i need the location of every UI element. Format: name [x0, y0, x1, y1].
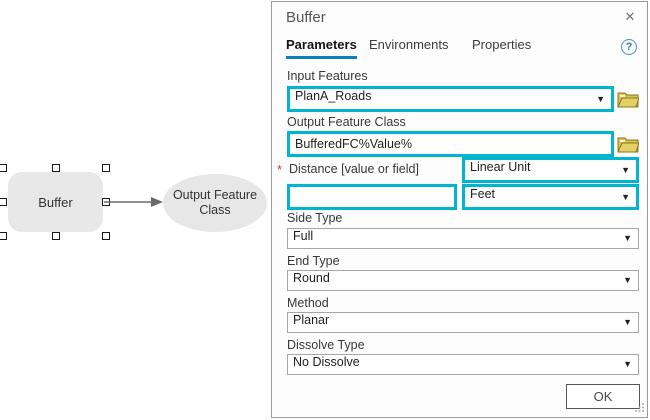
side-type-value: Full	[293, 229, 314, 243]
chevron-down-icon[interactable]: ▼	[621, 164, 630, 175]
output-feature-class-input[interactable]	[290, 134, 611, 154]
distance-unit-dropdown[interactable]: Feet ▼	[462, 184, 639, 210]
distance-value-input[interactable]	[290, 187, 456, 207]
distance-label: Distance [value or field]	[289, 162, 419, 176]
method-dropdown[interactable]: Planar ▼	[287, 312, 639, 333]
end-type-value: Round	[293, 271, 330, 285]
connector-arrow	[104, 197, 163, 207]
distance-type-value: Linear Unit	[470, 160, 531, 174]
distance-value-field[interactable]	[287, 184, 457, 210]
output-feature-class-label: Output Feature Class	[287, 115, 406, 129]
tab-parameters[interactable]: Parameters	[286, 37, 357, 59]
chevron-down-icon[interactable]: ▼	[623, 317, 632, 327]
input-features-combobox[interactable]: PlanA_Roads ▼	[287, 86, 614, 112]
output-feature-class-node[interactable]: Output Feature Class	[163, 174, 267, 232]
method-label: Method	[287, 296, 329, 310]
dissolve-type-dropdown[interactable]: No Dissolve ▼	[287, 354, 639, 375]
side-type-dropdown[interactable]: Full ▼	[287, 228, 639, 249]
tab-properties[interactable]: Properties	[472, 37, 532, 52]
chevron-down-icon[interactable]: ▼	[623, 233, 632, 243]
model-canvas: Buffer Output Feature Class	[0, 0, 270, 420]
selection-handle[interactable]	[51, 164, 60, 172]
chevron-down-icon[interactable]: ▼	[623, 359, 632, 369]
selection-handle[interactable]	[102, 164, 110, 172]
required-marker: *	[277, 162, 283, 177]
selection-handle[interactable]	[102, 232, 110, 240]
selection-handle[interactable]	[0, 232, 7, 240]
chevron-down-icon[interactable]: ▼	[623, 275, 632, 285]
close-icon[interactable]: ✕	[624, 9, 636, 24]
buffer-tool-panel: Buffer ✕ Parameters Environments Propert…	[271, 1, 648, 418]
buffer-tool-node[interactable]: Buffer	[0, 164, 110, 240]
selection-handle[interactable]	[51, 232, 60, 240]
resize-grip[interactable]	[634, 402, 645, 413]
output-feature-class-field[interactable]	[287, 131, 614, 157]
method-value: Planar	[293, 313, 330, 327]
buffer-tool-node-label: Buffer	[38, 194, 73, 210]
help-icon[interactable]: ?	[621, 39, 637, 55]
chevron-down-icon[interactable]: ▼	[621, 191, 630, 202]
side-type-label: Side Type	[287, 211, 343, 225]
dissolve-type-label: Dissolve Type	[287, 338, 365, 352]
input-features-label: Input Features	[287, 69, 368, 83]
chevron-down-icon[interactable]: ▼	[596, 93, 605, 104]
panel-title: Buffer	[286, 9, 326, 26]
browse-folder-icon[interactable]	[617, 135, 639, 153]
ok-button[interactable]: OK	[566, 384, 640, 409]
output-node-label: Output Feature Class	[172, 188, 258, 217]
end-type-dropdown[interactable]: Round ▼	[287, 270, 639, 291]
dissolve-type-value: No Dissolve	[293, 355, 360, 369]
distance-type-dropdown[interactable]: Linear Unit ▼	[462, 157, 639, 183]
distance-unit-value: Feet	[470, 187, 496, 201]
end-type-label: End Type	[287, 254, 340, 268]
input-features-value: PlanA_Roads	[295, 89, 372, 103]
tab-environments[interactable]: Environments	[369, 37, 449, 52]
browse-folder-icon[interactable]	[617, 90, 639, 108]
selection-handle[interactable]	[0, 164, 7, 172]
selection-handle[interactable]	[0, 198, 7, 206]
